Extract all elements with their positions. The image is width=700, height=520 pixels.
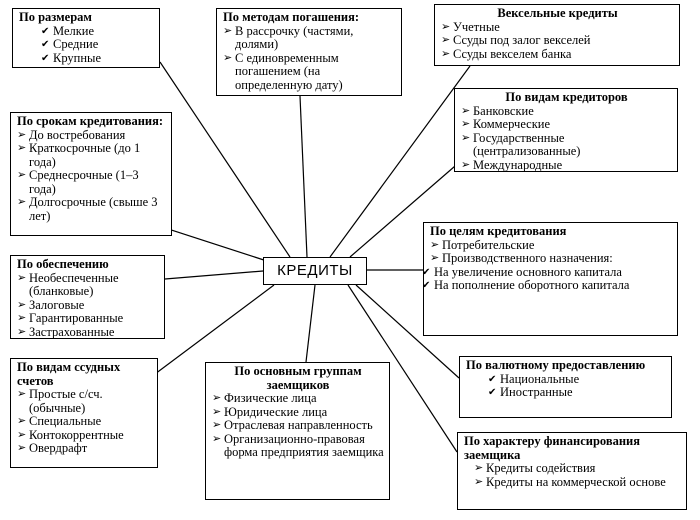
list-item: В рассрочку (частями, долями) (223, 24, 396, 52)
list-item: Учетные (441, 20, 674, 35)
box-title: По целям кредитования (430, 224, 567, 238)
box-title: По основным группам заемщиков (234, 364, 362, 392)
box-by-currency: По валютному предоставлению Национальные… (459, 356, 672, 418)
box-title: По методам погашения: (223, 10, 360, 24)
list-item: Ссуды под залог векселей (441, 33, 674, 48)
connector-borrowers (305, 284, 316, 363)
list-item: Мелкие (41, 24, 154, 39)
box-bill-credits: Вексельные кредиты Учетные Ссуды под зал… (434, 4, 680, 66)
box-by-financing: По характеру финансирования заемщика Кре… (457, 432, 687, 510)
box-title: По размерам (19, 10, 92, 24)
box-title: По обеспечению (17, 257, 109, 271)
list-item: Физические лица (212, 391, 384, 406)
list-item: Кредиты содействия (474, 461, 681, 476)
box-by-repayment: По методам погашения: В рассрочку (частя… (216, 8, 402, 96)
list-item: Долгосрочные (свыше 3 лет) (17, 195, 166, 223)
list-item: Краткосрочные (до 1 года) (17, 141, 166, 169)
box-by-creditors: По видам кредиторов Банковские Коммерчес… (454, 88, 678, 172)
list-item: Ссуды векселем банка (441, 47, 674, 62)
list-item: Юридические лица (212, 405, 384, 420)
box-by-security: По обеспечению Необеспеченные (бланковые… (10, 255, 165, 339)
list-item: Средние (41, 37, 154, 52)
box-by-loan-accounts: По видам ссудных счетов Простые с/сч. (о… (10, 358, 158, 468)
list-item: Потребительские (430, 238, 672, 253)
list-item: С единовременным погашением (на определе… (223, 51, 396, 93)
connector-security (164, 270, 264, 280)
list-item: Международные (461, 158, 672, 173)
box-title: По видам кредиторов (505, 90, 628, 104)
credits-center-node: КРЕДИТЫ (263, 257, 367, 285)
list-item: Простые с/сч. (обычные) (17, 387, 152, 415)
list-item: Гарантированные (17, 311, 159, 326)
list-item: Государственные (централизованные) (461, 131, 672, 159)
list-item: Организационно-правовая форма предприяти… (212, 432, 384, 460)
box-by-borrowers: По основным группам заемщиков Физические… (205, 362, 390, 500)
list-item: До востребования (17, 128, 166, 143)
connector-size (159, 61, 291, 258)
list-item: Крупные (41, 51, 154, 66)
box-title: По срокам кредитования: (17, 114, 164, 128)
list-item: Специальные (17, 414, 152, 429)
list-item: Контокоррентные (17, 428, 152, 443)
list-item: Овердрафт (17, 441, 152, 456)
box-by-term: По срокам кредитования: До востребования… (10, 112, 172, 236)
box-title: По характеру финансирования заемщика (464, 434, 641, 462)
list-item: На пополнение оборотного капитала (422, 278, 672, 293)
connector-accounts (154, 284, 275, 375)
box-by-purpose: По целям кредитования Потребительские Пр… (422, 222, 678, 336)
list-item: Коммерческие (461, 117, 672, 132)
connector-creditors (349, 159, 463, 258)
list-item: Национальные (488, 372, 666, 387)
list-item: Необеспеченные (бланковые) (17, 271, 159, 299)
list-item: Среднесрочные (1–3 года) (17, 168, 166, 196)
connector-financing (347, 284, 458, 453)
box-title: По валютному предоставлению (466, 358, 646, 372)
connector-currency (355, 284, 460, 379)
list-item: Банковские (461, 104, 672, 119)
connector-bills (329, 65, 471, 258)
box-title: По видам ссудных счетов (17, 360, 121, 388)
box-title: Вексельные кредиты (497, 6, 618, 20)
list-item: Застрахованные (17, 325, 159, 340)
list-item: Иностранные (488, 385, 666, 400)
list-item: На увеличение основного капитала (422, 265, 672, 280)
list-item: Отраслевая направленность (212, 418, 384, 433)
list-item: Кредиты на коммерческой основе (474, 475, 681, 490)
list-item: Залоговые (17, 298, 159, 313)
list-item: Производственного назначения: (430, 251, 672, 266)
box-by-size: По размерам Мелкие Средние Крупные (12, 8, 160, 68)
connector-repayment (299, 95, 308, 258)
